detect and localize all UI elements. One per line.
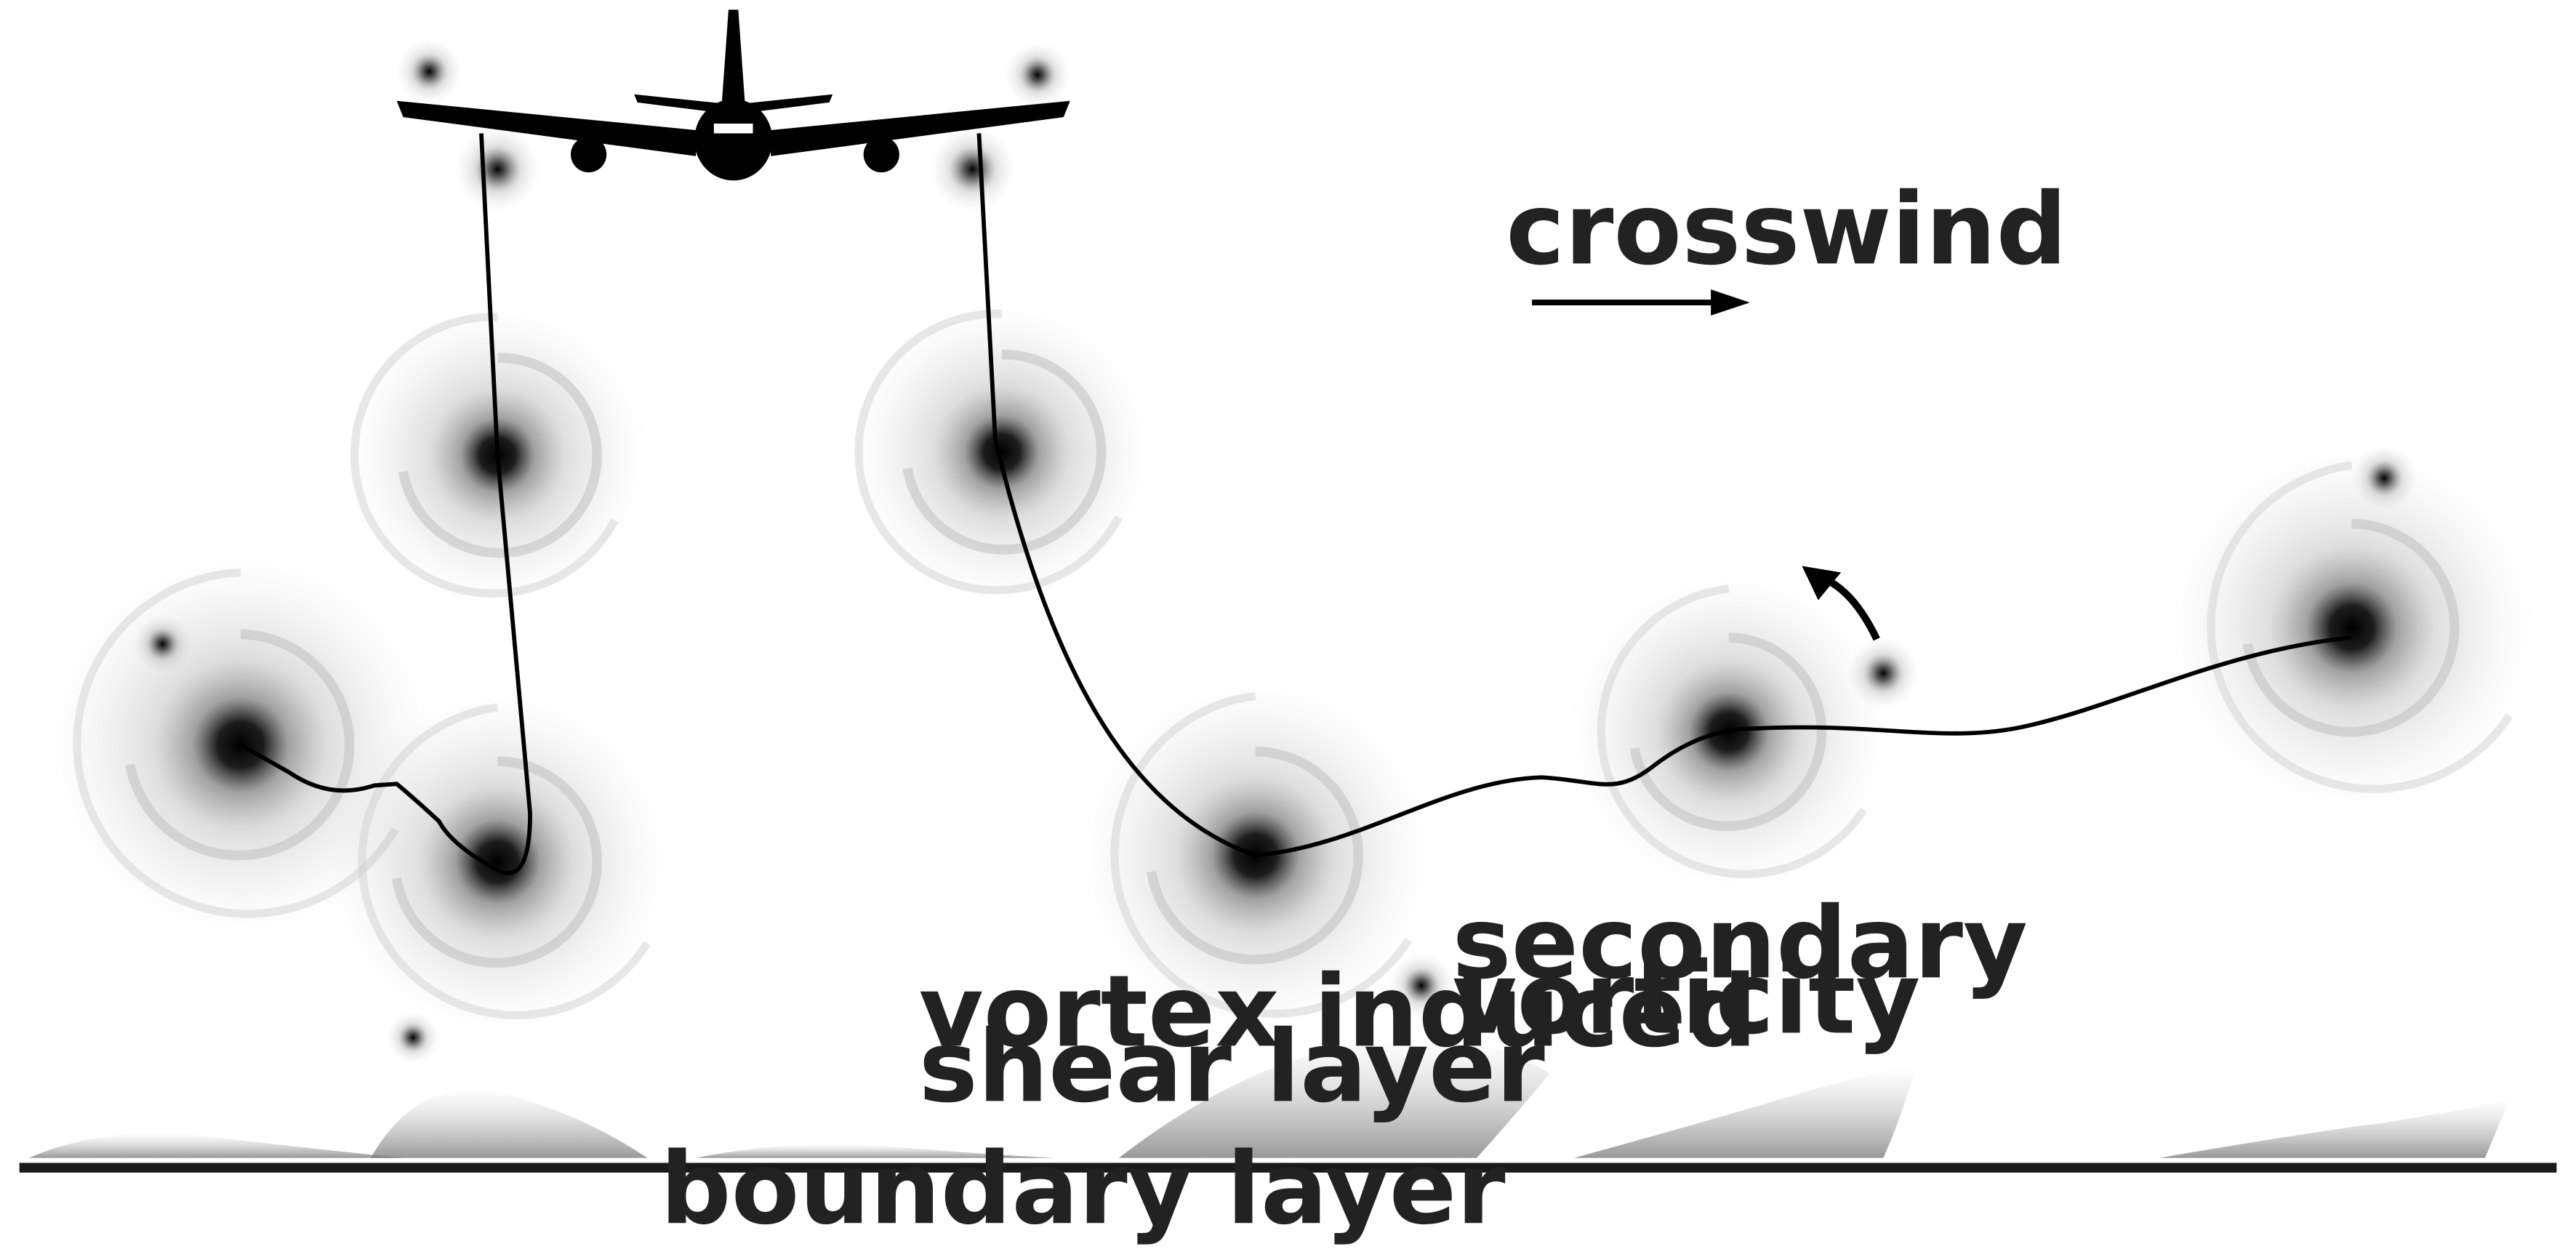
secondary-vortex [387, 1011, 439, 1064]
vortex-right-upper [851, 302, 1152, 602]
secondary-vortex [1847, 637, 1919, 710]
boundary-layer-label: boundary layer [660, 1131, 1506, 1247]
rotation-arrow [1802, 566, 1880, 641]
boundary-layer-haze [29, 1037, 2510, 1158]
right-vortex-trajectory [976, 133, 2352, 858]
vortex-large-group [48, 302, 2535, 1033]
secondary-vortex [1389, 952, 1454, 1019]
vortex-far-right [2169, 445, 2535, 811]
secondary-vortex [133, 614, 192, 674]
crosswind-arrow [1532, 289, 1750, 316]
shear-layer-label-line2: shear layer [919, 1009, 1545, 1125]
secondary-vortex [2351, 445, 2417, 511]
left-vortex-trajectory [239, 133, 532, 875]
vortex-left-lower [326, 691, 669, 1033]
shear-layer-label-line1: vortex induced [919, 954, 1757, 1069]
secondary-vorticity-label-line2: vorticity [1452, 941, 1920, 1056]
wingtip-vortices [396, 39, 1070, 212]
crosswind-label: crosswind [1506, 172, 2067, 287]
airplane-icon [396, 9, 1070, 181]
secondary-vortices [133, 445, 2417, 1064]
secondary-vorticity-label-line1: secondary [1452, 885, 2027, 1001]
